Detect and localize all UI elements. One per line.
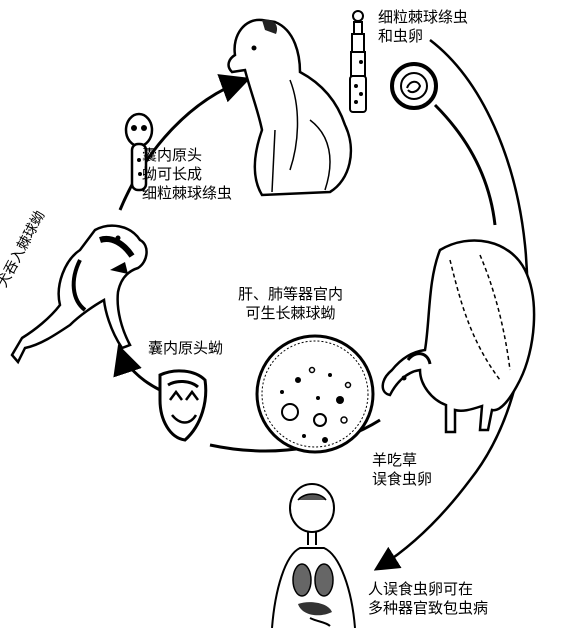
cycle-arrow-to-dog (118, 74, 251, 211)
egg-icon (390, 62, 438, 110)
cycle-arrow-to-human (373, 39, 529, 571)
cycle-arrow-cyst-to-dog (113, 344, 161, 392)
label-worm-and-egg: 细粒棘球绦虫 和虫卵 (378, 8, 469, 45)
running-dog-icon (10, 224, 148, 365)
human-icon (271, 483, 356, 628)
young-worm-icon (124, 112, 154, 192)
sheep-icon (381, 239, 536, 434)
label-sheep-eats: 羊吃草 误食虫卵 (372, 451, 433, 488)
label-cyst-develops: 囊内原头 蚴可长成 细粒棘球绦虫 (142, 146, 233, 202)
protoscolex-icon (158, 369, 208, 442)
label-organ-growth: 肝、肺等器官内 可生长棘球蚴 (238, 285, 344, 322)
sitting-dog-icon (227, 18, 353, 197)
hydatid-cyst-icon (255, 334, 375, 454)
cycle-arrow-to-sheep (433, 103, 497, 226)
tapeworm-icon (349, 10, 367, 113)
label-protoscolex: 囊内原头蚴 (148, 339, 224, 357)
label-human-eats: 人误食虫卵可在 多种器官致包虫病 (368, 580, 489, 617)
